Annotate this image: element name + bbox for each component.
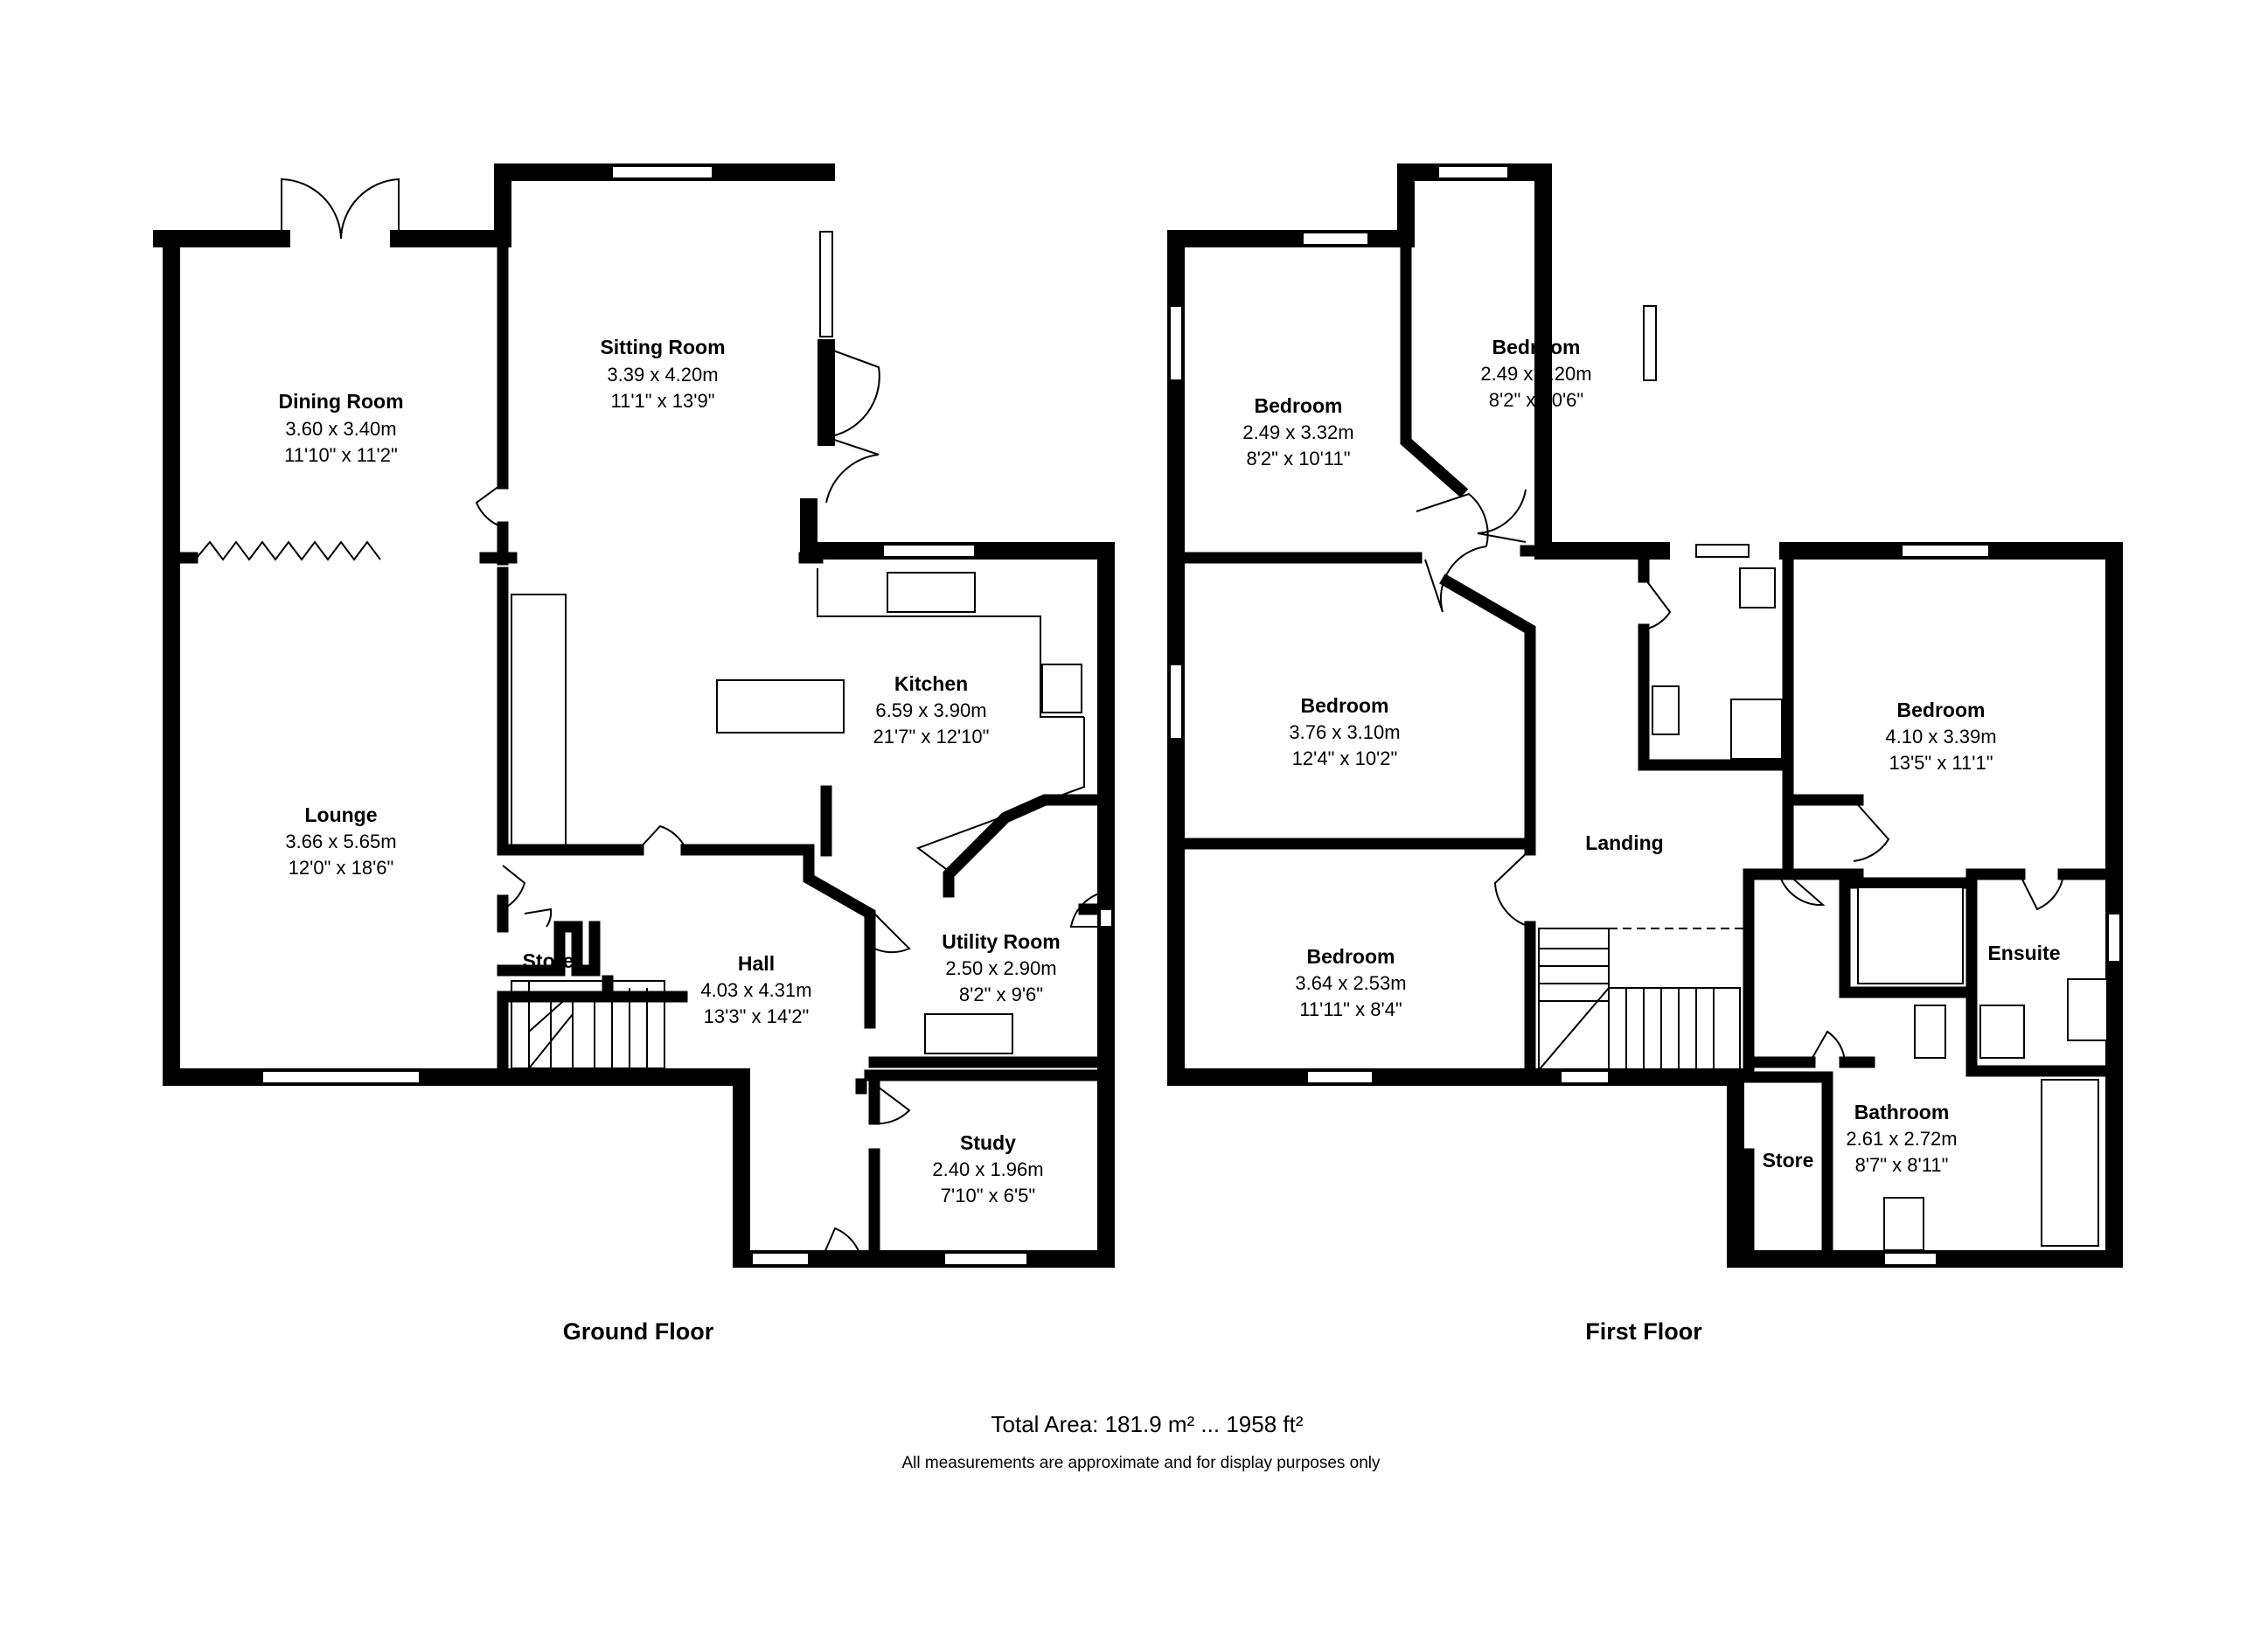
room-metric: 3.76 x 3.10m	[1289, 721, 1400, 743]
landing-label: Landing	[1585, 831, 1663, 854]
room-imperial: 8'2" x 10'6"	[1489, 389, 1583, 411]
kitchen-sink	[887, 572, 976, 613]
room-name: Study	[960, 1131, 1016, 1154]
ground-floor-label: Ground Floor	[563, 1318, 714, 1345]
room-labels: Dining Room 3.60 x 3.40m 11'10" x 11'2" …	[278, 336, 2060, 1206]
room-name: Lounge	[304, 803, 377, 826]
room-name: Bedroom	[1301, 694, 1389, 717]
hob-icon	[1041, 664, 1082, 713]
bathroom-basin-icon	[1914, 1005, 1946, 1059]
store-ground-label: Store	[523, 949, 574, 972]
room-name: Utility Room	[942, 930, 1060, 953]
ground-outer-wall-top	[153, 163, 835, 247]
kitchen-worktop	[511, 568, 1085, 1054]
room-imperial: 12'0" x 18'6"	[289, 857, 394, 879]
room-name: Bedroom	[1897, 699, 1986, 721]
disclaimer: All measurements are approximate and for…	[901, 1454, 1381, 1472]
room-name: Bedroom	[1307, 945, 1395, 968]
ensuite-label: Ensuite	[1987, 942, 2060, 964]
room-imperial: 12'4" x 10'2"	[1292, 747, 1398, 769]
room-metric: 2.50 x 2.90m	[945, 957, 1056, 979]
room-imperial: 8'7" x 8'11"	[1855, 1154, 1949, 1176]
utility-sink	[924, 1013, 1013, 1054]
sitting-room-label: Sitting Room 3.39 x 4.20m 11'1" x 13'9"	[600, 336, 725, 412]
room-metric: 6.59 x 3.90m	[875, 699, 986, 721]
shower-icon	[1730, 699, 1783, 760]
room-imperial: 11'10" x 11'2"	[284, 444, 398, 466]
basin-icon	[1652, 685, 1680, 735]
room-name: Bedroom	[1492, 336, 1581, 358]
room-imperial: 8'2" x 9'6"	[959, 984, 1043, 1005]
room-imperial: 11'1" x 13'9"	[610, 390, 714, 412]
hall-label: Hall 4.03 x 4.31m 13'3" x 14'2"	[700, 952, 811, 1027]
room-name: Bathroom	[1854, 1101, 1950, 1123]
room-metric: 4.03 x 4.31m	[700, 979, 811, 1001]
ground-windows	[261, 165, 1113, 1266]
ground-internal-walls	[173, 166, 1112, 1265]
room-metric: 2.49 x 3.20m	[1480, 363, 1591, 385]
ensuite-shower-icon	[1857, 887, 1964, 984]
first-floor-label: First Floor	[1585, 1318, 1702, 1345]
utility-room-label: Utility Room 2.50 x 2.90m 8'2" x 9'6"	[942, 930, 1060, 1005]
ground-floor-plan	[153, 163, 1115, 1268]
room-metric: 3.39 x 4.20m	[607, 364, 718, 386]
ground-staircase	[511, 980, 665, 1069]
room-metric: 2.49 x 3.32m	[1242, 421, 1353, 443]
room-imperial: 21'7" x 12'10"	[873, 726, 990, 747]
room-name: Sitting Room	[600, 336, 725, 358]
room-metric: 4.10 x 3.39m	[1885, 726, 1996, 747]
bathroom-label: Bathroom 2.61 x 2.72m 8'7" x 8'11"	[1846, 1101, 1957, 1176]
bedroom-b-label: Bedroom 2.49 x 3.20m 8'2" x 10'6"	[1480, 336, 1591, 411]
first-doors	[1416, 489, 2064, 1063]
ground-doors	[196, 177, 1107, 1260]
room-name: Kitchen	[894, 672, 968, 695]
floor-labels: Ground Floor First Floor	[563, 1318, 1702, 1345]
first-windows	[1169, 165, 2121, 1266]
bedroom-c-label: Bedroom 3.76 x 3.10m 12'4" x 10'2"	[1289, 694, 1400, 769]
room-metric: 2.61 x 2.72m	[1846, 1128, 1957, 1150]
kitchen-label: Kitchen 6.59 x 3.90m 21'7" x 12'10"	[873, 672, 990, 747]
bathroom-wc-icon	[1883, 1197, 1924, 1251]
ground-outer-wall	[163, 230, 290, 1077]
room-metric: 3.60 x 3.40m	[285, 418, 396, 440]
room-name: Dining Room	[278, 390, 403, 413]
first-floor-plan	[1167, 163, 2123, 1268]
ensuite-wc-icon	[1979, 1005, 2025, 1059]
first-staircase	[1538, 928, 1744, 1071]
lounge-label: Lounge 3.66 x 5.65m 12'0" x 18'6"	[285, 803, 396, 879]
room-imperial: 7'10" x 6'5"	[941, 1185, 1035, 1206]
total-area: Total Area: 181.9 m² ... 1958 ft²	[991, 1411, 1304, 1437]
bath-icon	[2041, 1079, 2099, 1247]
room-imperial: 13'3" x 14'2"	[704, 1005, 810, 1027]
study-label: Study 2.40 x 1.96m 7'10" x 6'5"	[932, 1131, 1043, 1206]
wc-icon	[1739, 567, 1776, 608]
bedroom-d-label: Bedroom 4.10 x 3.39m 13'5" x 11'1"	[1885, 699, 1996, 774]
bedroom-a-label: Bedroom 2.49 x 3.32m 8'2" x 10'11"	[1242, 394, 1353, 469]
room-metric: 3.64 x 2.53m	[1295, 972, 1406, 994]
bedroom-e-label: Bedroom 3.64 x 2.53m 11'11" x 8'4"	[1295, 945, 1406, 1020]
first-internal-walls	[1170, 233, 2120, 1265]
room-metric: 2.40 x 1.96m	[932, 1158, 1043, 1180]
room-imperial: 11'11" x 8'4"	[1299, 998, 1402, 1020]
room-metric: 3.66 x 5.65m	[285, 831, 396, 852]
dining-room-label: Dining Room 3.60 x 3.40m 11'10" x 11'2"	[278, 390, 403, 466]
kitchen-island	[716, 679, 845, 734]
store-first-label: Store	[1763, 1149, 1814, 1172]
first-fixtures	[1652, 567, 2108, 1251]
room-imperial: 13'5" x 11'1"	[1889, 752, 1993, 774]
ensuite-basin-icon	[2067, 978, 2108, 1041]
room-name: Bedroom	[1255, 394, 1343, 417]
footer: Total Area: 181.9 m² ... 1958 ft² All me…	[901, 1411, 1381, 1472]
room-imperial: 8'2" x 10'11"	[1246, 448, 1350, 469]
room-name: Hall	[738, 952, 775, 975]
